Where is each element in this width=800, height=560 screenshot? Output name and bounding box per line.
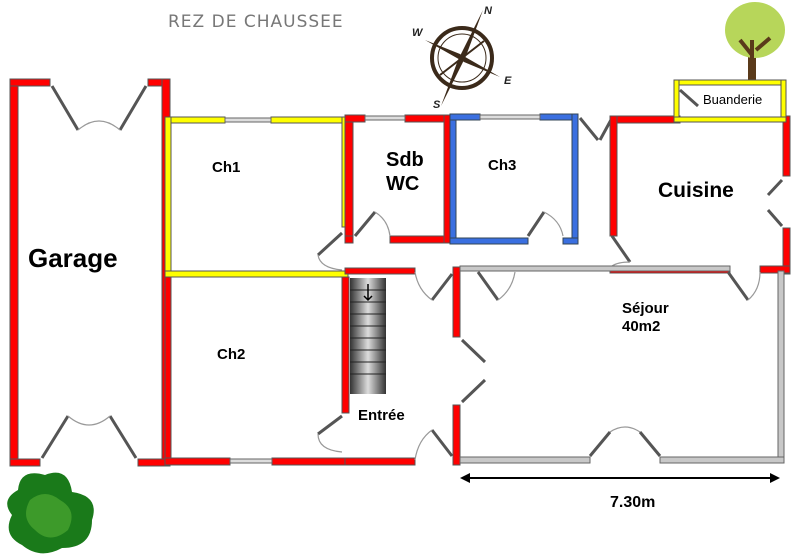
garage-doors	[40, 85, 148, 459]
compass-s: S	[433, 99, 441, 111]
ch3-window	[479, 114, 541, 120]
ch3-walls	[449, 113, 579, 245]
compass-n: N	[484, 5, 493, 17]
room-label-entree: Entrée	[358, 407, 405, 424]
bush-icon	[7, 472, 94, 554]
room-label-garage: Garage	[28, 243, 118, 273]
compass-e: E	[504, 75, 512, 87]
room-label-wc: WC	[386, 173, 419, 195]
sdb-window	[364, 115, 406, 121]
room-label-cuisine: Cuisine	[658, 179, 734, 202]
tree-icon	[725, 2, 785, 82]
ch2-walls	[164, 276, 350, 466]
room-label-ch2: Ch2	[217, 346, 245, 363]
dimension-line	[460, 473, 780, 483]
room-label-sejour: Séjour	[622, 300, 669, 317]
buanderie-walls	[673, 79, 787, 123]
staircase	[350, 278, 386, 394]
room-label-ch3: Ch3	[488, 157, 516, 174]
stair-arrow-icon	[363, 284, 373, 302]
room-area-sejour: 40m2	[622, 318, 660, 335]
compass-w: W	[412, 27, 424, 39]
entree-walls	[344, 266, 461, 466]
sejour-walls	[459, 265, 785, 464]
room-label-sdb: Sdb	[386, 149, 424, 171]
room-label-ch1: Ch1	[212, 159, 240, 176]
dimension-label: 7.30m	[610, 494, 655, 511]
room-label-buanderie: Buanderie	[703, 92, 762, 107]
compass-rose-icon: N W E S	[412, 5, 512, 111]
plan-title: REZ DE CHAUSSEE	[168, 12, 344, 32]
ch1-window	[224, 117, 272, 123]
ch2-window	[229, 458, 273, 464]
